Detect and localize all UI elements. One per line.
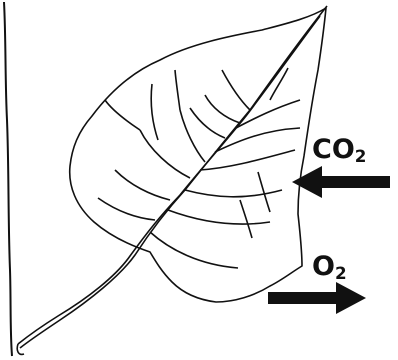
vein <box>104 99 141 131</box>
vein <box>269 67 289 101</box>
arrow-left-icon <box>292 166 390 198</box>
vein <box>184 189 283 198</box>
vein <box>97 197 156 221</box>
leaf-outline <box>68 7 327 303</box>
vein <box>221 69 251 111</box>
co2-label: CO2 <box>312 136 366 165</box>
co2-subscript: 2 <box>354 146 367 167</box>
vein <box>114 169 171 201</box>
vein <box>214 127 301 153</box>
vein <box>257 171 271 213</box>
o2-label: O2 <box>312 253 347 282</box>
vein <box>149 231 239 269</box>
midrib-second-line <box>17 15 321 345</box>
vein <box>239 199 253 239</box>
vein <box>204 94 241 124</box>
stem-end <box>16 343 25 356</box>
vein <box>167 209 271 225</box>
vein <box>179 109 206 163</box>
co2-main: CO <box>312 134 355 165</box>
left-border-line <box>3 1 13 357</box>
vein <box>174 69 181 111</box>
arrow-right-icon <box>268 282 366 314</box>
o2-subscript: 2 <box>334 263 347 284</box>
leaf-icon <box>16 5 328 356</box>
vein <box>139 129 191 179</box>
vein <box>150 83 159 141</box>
o2-main: O <box>312 251 335 282</box>
midrib <box>19 5 328 349</box>
vein <box>235 99 301 129</box>
vein <box>199 149 296 171</box>
vein <box>189 107 226 139</box>
